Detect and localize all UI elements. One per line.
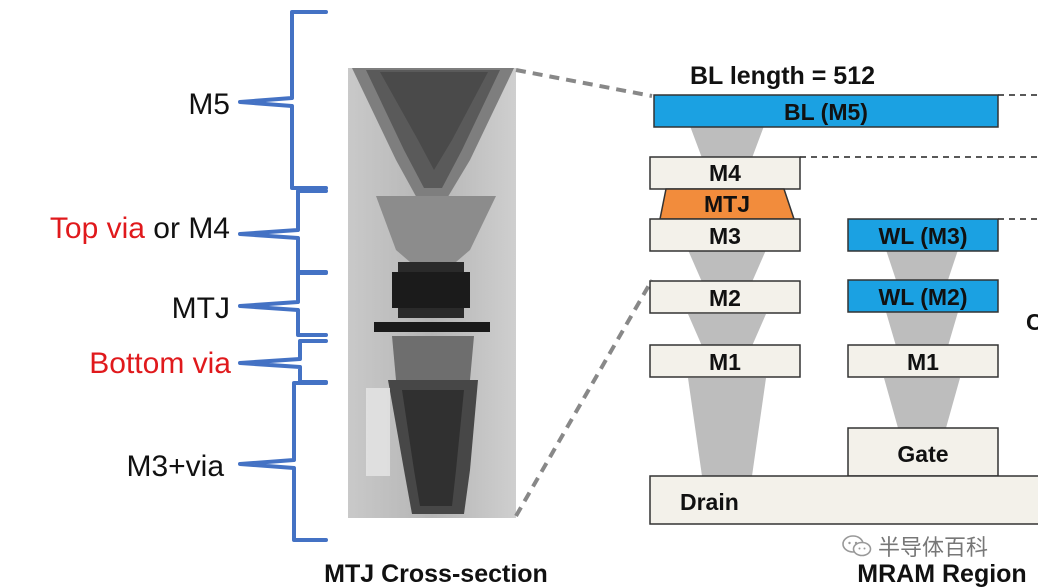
bracket-m3via	[238, 381, 328, 542]
bracket-m5	[238, 10, 328, 190]
sem-cross-section-image	[348, 68, 516, 518]
watermark: 半导体百科	[842, 530, 988, 562]
gate-label: Gate	[897, 441, 948, 467]
zoom-connectors	[514, 68, 654, 517]
via-m2-m1	[688, 314, 766, 346]
bl-m5-label: BL (M5)	[784, 99, 868, 125]
brackets	[238, 10, 328, 542]
label-m5: M5	[188, 88, 230, 121]
caption-cross-section: MTJ Cross-section	[324, 560, 548, 588]
clipped-letter: C	[1026, 309, 1038, 335]
drain-block	[649, 475, 1038, 525]
m4-label: M4	[709, 160, 741, 186]
wechat-logo-icon	[842, 535, 872, 557]
wl-m2-label: WL (M2)	[878, 284, 967, 310]
wl-m2-block	[847, 279, 999, 313]
gate-block	[847, 427, 999, 477]
bracket-top-via	[238, 189, 328, 274]
m2-block	[649, 280, 801, 314]
wl-m3-block	[847, 218, 999, 252]
label-m3via: M3+via	[126, 450, 224, 483]
label-top-via: Top via or M4	[50, 212, 230, 245]
bl-length-label: BL length = 512	[690, 62, 875, 90]
m3-block	[649, 218, 801, 252]
via-bl-m4	[690, 126, 764, 158]
connector-bottom	[514, 279, 654, 517]
label-top-via-rest: or M4	[145, 212, 230, 245]
m1-left-label: M1	[709, 349, 741, 375]
mtj-label: MTJ	[704, 191, 750, 217]
bl-m5-block	[653, 94, 999, 128]
m3-label: M3	[709, 223, 741, 249]
mram-stack: BL length = 512 BL (M5) M4 MTJ M3 M2 M1 …	[649, 62, 1038, 525]
bracket-bottom-via	[238, 339, 328, 384]
bracket-mtj	[238, 271, 328, 337]
m1-right-label: M1	[907, 349, 939, 375]
label-mtj: MTJ	[172, 292, 230, 325]
m1-right-block	[847, 344, 999, 378]
via-wl-m2-m1	[886, 312, 958, 346]
reference-lines	[800, 94, 1038, 220]
m4-block	[649, 156, 801, 190]
connector-top	[515, 68, 653, 98]
m1-left-block	[649, 344, 801, 378]
drain-label: Drain	[680, 489, 739, 515]
wl-m3-label: WL (M3)	[878, 223, 967, 249]
via-m1-drain	[688, 378, 766, 476]
watermark-text: 半导体百科	[878, 536, 989, 561]
via-m1-gate	[884, 378, 960, 428]
caption-mram-region: MRAM Region	[857, 560, 1026, 588]
label-top-via-red: Top via	[50, 212, 145, 245]
left-labels: M5 Top via or M4 MTJ Bottom via M3+via	[50, 88, 231, 483]
m2-label: M2	[709, 285, 741, 311]
via-wl-m3-m2	[886, 250, 958, 280]
label-bottom-via: Bottom via	[89, 347, 231, 380]
via-m3-m2	[688, 250, 766, 282]
